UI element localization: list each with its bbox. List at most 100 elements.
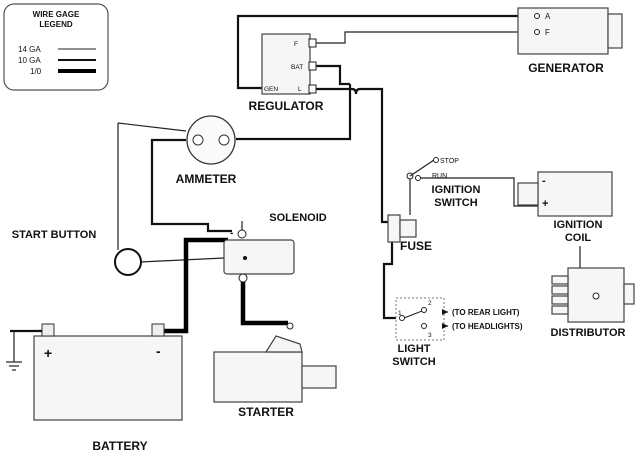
headlights-arrow-icon bbox=[442, 323, 448, 329]
ammeter-terminal-left bbox=[192, 134, 204, 146]
light-switch-2-label: 2 bbox=[428, 300, 432, 307]
generator-terminal-f bbox=[534, 29, 540, 35]
wire-gage-legend: WIRE GAGE LEGEND 14 GA 10 GA 1/0 bbox=[3, 3, 109, 91]
solenoid-terminal-top bbox=[237, 229, 247, 239]
wire-gen-a-to-reg-gen bbox=[236, 14, 533, 90]
generator-terminal-a-label: A bbox=[545, 12, 551, 21]
solenoid-minus-label: - bbox=[230, 228, 233, 239]
ignition-switch: STOP RUN IGNITION SWITCH bbox=[406, 157, 481, 209]
starter-nose bbox=[301, 365, 337, 389]
distributor: DISTRIBUTOR bbox=[551, 267, 635, 339]
wire-start-button-top bbox=[117, 122, 187, 132]
generator-terminal-f-label: F bbox=[545, 28, 550, 37]
light-switch-label-line1: LIGHT bbox=[398, 343, 431, 355]
generator: A F GENERATOR bbox=[517, 7, 623, 75]
wire-fuse-to-light-switch bbox=[382, 242, 398, 320]
legend-item-14ga: 14 GA bbox=[18, 45, 41, 54]
regulator: F BAT GEN L REGULATOR bbox=[249, 33, 324, 113]
regulator-f-label: F bbox=[294, 41, 298, 48]
generator-endcap bbox=[607, 13, 623, 49]
light-switch-label-line2: SWITCH bbox=[392, 356, 435, 368]
battery: + - BATTERY bbox=[6, 323, 183, 453]
ignition-switch-label-line2: SWITCH bbox=[434, 197, 477, 209]
distributor-label: DISTRIBUTOR bbox=[551, 327, 626, 339]
starter-solenoid-cap bbox=[264, 335, 303, 353]
ignition-coil-cap bbox=[517, 182, 539, 206]
legend-item-10ga: 10 GA bbox=[18, 56, 41, 65]
ammeter-body bbox=[186, 115, 236, 165]
legend-title-line2: LEGEND bbox=[39, 20, 73, 29]
start-button-body bbox=[114, 248, 142, 276]
wire-ign-run-to-coil bbox=[418, 177, 538, 207]
solenoid-post bbox=[243, 256, 247, 260]
wire-reg-bat-to-ammeter bbox=[236, 84, 352, 141]
wire-reg-bat bbox=[316, 64, 350, 86]
distributor-shaft bbox=[623, 283, 635, 305]
ignition-switch-lever bbox=[409, 159, 435, 177]
starter-body bbox=[213, 351, 303, 403]
ignition-coil-plus-label: + bbox=[542, 198, 548, 210]
generator-label: GENERATOR bbox=[528, 61, 604, 75]
ignition-coil-minus-label: - bbox=[542, 175, 546, 187]
solenoid: - SOLENOID bbox=[223, 212, 327, 283]
distributor-post-2 bbox=[551, 285, 569, 295]
legend-title-line1: WIRE GAGE bbox=[33, 10, 80, 19]
regulator-terminal-l bbox=[308, 84, 317, 94]
distributor-post-1 bbox=[551, 275, 569, 285]
starter: STARTER bbox=[213, 322, 337, 419]
regulator-body bbox=[261, 33, 311, 95]
fuse: FUSE bbox=[387, 214, 432, 253]
wires bbox=[117, 14, 581, 334]
battery-minus-label: - bbox=[156, 343, 161, 359]
start-button: START BUTTON bbox=[12, 229, 142, 276]
wire-start-button-to-solenoid bbox=[139, 257, 225, 263]
wire-gen-f-to-reg-f bbox=[316, 31, 533, 44]
headlights-label: (TO HEADLIGHTS) bbox=[452, 322, 523, 331]
solenoid-terminal-bottom bbox=[238, 273, 248, 283]
regulator-bat-label: BAT bbox=[291, 64, 303, 71]
distributor-post-4 bbox=[551, 305, 569, 315]
regulator-gen-label: GEN bbox=[264, 86, 278, 93]
light-switch-contact-2 bbox=[421, 307, 427, 313]
regulator-l-label: L bbox=[298, 86, 302, 93]
ignition-coil-label-line2: COIL bbox=[565, 232, 592, 244]
ignition-coil: - + IGNITION COIL bbox=[517, 171, 613, 244]
regulator-terminal-bat bbox=[308, 61, 317, 71]
battery-plus-label: + bbox=[44, 345, 52, 361]
ignition-switch-stop-contact bbox=[433, 157, 439, 163]
legend-item-1-0: 1/0 bbox=[30, 67, 42, 76]
light-switch-3-label: 3 bbox=[428, 332, 432, 339]
battery-body bbox=[33, 335, 183, 421]
ammeter: AMMETER bbox=[176, 115, 237, 186]
starter-label: STARTER bbox=[238, 405, 294, 419]
battery-post-negative bbox=[151, 323, 165, 337]
wire-reg-l-to-fuse bbox=[316, 87, 392, 224]
generator-terminal-a bbox=[534, 13, 540, 19]
wire-solenoid-to-starter bbox=[240, 278, 288, 326]
distributor-post-3 bbox=[551, 295, 569, 305]
legend-box bbox=[3, 3, 109, 91]
generator-body bbox=[517, 7, 609, 55]
ignition-coil-body bbox=[537, 171, 613, 217]
ammeter-terminal-right bbox=[218, 134, 230, 146]
fuse-label: FUSE bbox=[400, 239, 432, 253]
solenoid-label: SOLENOID bbox=[269, 212, 327, 224]
light-switch: 1 2 3 (TO REAR LIGHT) (TO HEADLIGHTS) LI… bbox=[392, 297, 523, 368]
rear-light-arrow-icon bbox=[442, 309, 448, 315]
ignition-switch-label-line1: IGNITION bbox=[432, 184, 481, 196]
light-switch-1-label: 1 bbox=[398, 310, 402, 317]
wire-ammeter-to-solenoid bbox=[150, 138, 232, 233]
fuse-body bbox=[399, 219, 417, 238]
distributor-terminal bbox=[592, 292, 600, 300]
battery-post-positive bbox=[41, 323, 55, 337]
starter-terminal bbox=[286, 322, 294, 330]
ignition-coil-label-line1: IGNITION bbox=[554, 219, 603, 231]
ignition-run-label: RUN bbox=[432, 173, 447, 180]
light-switch-lever bbox=[403, 310, 423, 319]
solenoid-body bbox=[223, 239, 295, 275]
wire-battery-to-solenoid bbox=[163, 237, 228, 334]
regulator-label: REGULATOR bbox=[249, 99, 324, 113]
light-switch-contact-3 bbox=[421, 323, 427, 329]
ignition-stop-label: STOP bbox=[440, 158, 459, 165]
